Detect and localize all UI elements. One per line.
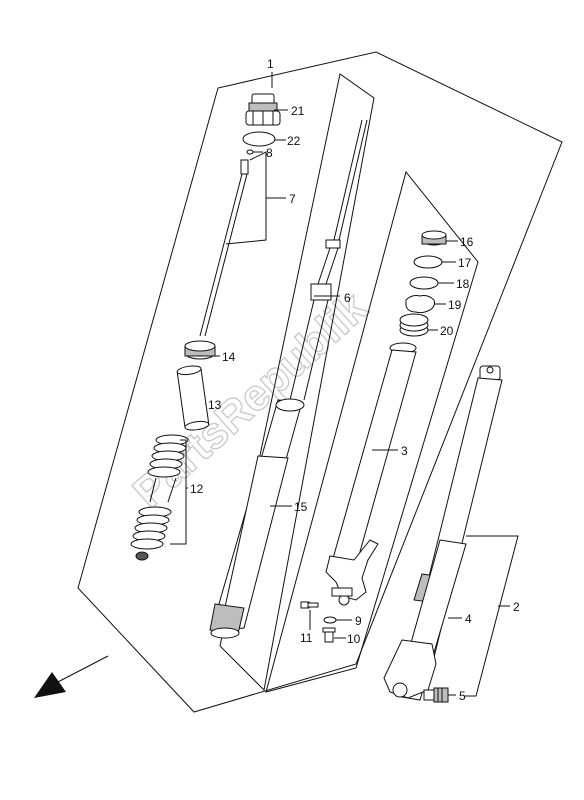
o-ring-22 <box>242 131 276 147</box>
callout-22: 22 <box>287 134 301 148</box>
damper-rod <box>199 159 249 337</box>
callout-19: 19 <box>448 298 462 312</box>
dust-seal-16 <box>421 230 447 246</box>
washer-8 <box>246 149 254 155</box>
fork-spring-12 <box>130 434 189 561</box>
callout-21: 21 <box>291 104 305 118</box>
callout-5: 5 <box>459 689 466 703</box>
callout-20: 20 <box>440 324 454 338</box>
callout-15: 15 <box>294 500 308 514</box>
drain-bolt-10 <box>322 627 336 643</box>
callout-11: 11 <box>300 631 313 645</box>
callout-6: 6 <box>344 291 351 305</box>
watermark-text: PartsRepublik <box>124 283 377 518</box>
callout-7: 7 <box>289 192 296 206</box>
bolt-11 <box>300 601 319 609</box>
gasket-9 <box>323 616 337 624</box>
leader-lines <box>170 72 519 697</box>
callout-14: 14 <box>222 350 236 364</box>
stopper-ring-17 <box>413 255 443 269</box>
outer-tube-3 <box>325 342 417 606</box>
guide-bushing-20 <box>399 313 429 337</box>
callout-17: 17 <box>458 256 472 270</box>
oil-seal-18 <box>409 276 439 290</box>
callout-9: 9 <box>355 614 362 628</box>
callout-12: 12 <box>190 482 204 496</box>
front-direction-arrow-icon <box>34 655 109 698</box>
callout-13: 13 <box>208 398 222 412</box>
fork-assembly-2 <box>383 365 503 701</box>
callout-16: 16 <box>460 235 474 249</box>
callout-18: 18 <box>456 277 470 291</box>
callout-10: 10 <box>347 632 361 646</box>
outer-tube-frame <box>265 170 479 693</box>
assembly-frame-outer <box>77 51 563 713</box>
fork-cap-bolt <box>245 93 281 126</box>
adjuster-5 <box>423 687 449 703</box>
seal-clip-19 <box>405 295 435 314</box>
inner-tube-15 <box>209 398 305 639</box>
callout-3: 3 <box>401 444 408 458</box>
callout-4: 4 <box>465 612 472 626</box>
spacer-guide-14 <box>184 340 216 360</box>
callout-1: 1 <box>267 57 274 71</box>
inner-tube-frame <box>219 73 375 692</box>
callout-8: 8 <box>266 146 273 160</box>
callout-2: 2 <box>513 600 520 614</box>
spacer-tube-13 <box>176 365 210 431</box>
